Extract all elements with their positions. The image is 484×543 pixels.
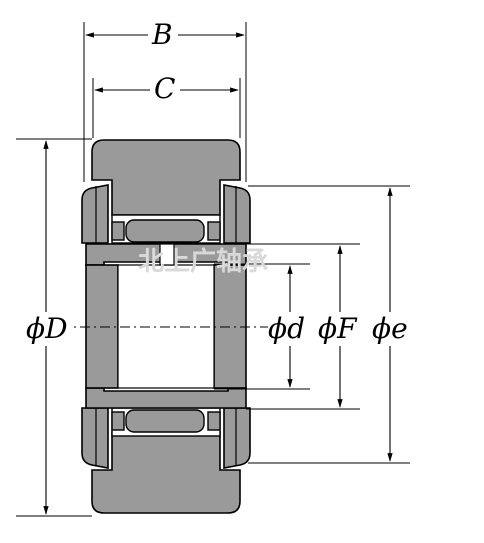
washer-right-bottom xyxy=(223,407,251,469)
washer-right-top xyxy=(223,184,251,244)
washer-left-bottom xyxy=(81,407,109,469)
label-C: C xyxy=(154,72,175,105)
watermark-text: 北上广轴承 xyxy=(138,247,268,277)
roller-cage-top xyxy=(111,214,221,244)
washer-left-top xyxy=(81,184,109,244)
washer-outlines xyxy=(95,186,237,466)
label-d: ϕd xyxy=(268,312,305,345)
label-B: B xyxy=(151,18,173,51)
outer-ring-bottom xyxy=(91,431,241,514)
roller-cage-bottom xyxy=(111,407,221,437)
outer-ring-top xyxy=(91,139,241,216)
outer-ring xyxy=(91,139,241,514)
label-e: ϕe xyxy=(372,312,408,345)
label-D: ϕD xyxy=(26,312,68,345)
label-backgrounds xyxy=(24,20,412,346)
inner-ring-bottom xyxy=(85,387,247,409)
side-washers xyxy=(81,184,251,469)
label-F: ϕF xyxy=(318,312,358,345)
oil-hole xyxy=(159,243,175,266)
extension-lines xyxy=(16,22,410,517)
